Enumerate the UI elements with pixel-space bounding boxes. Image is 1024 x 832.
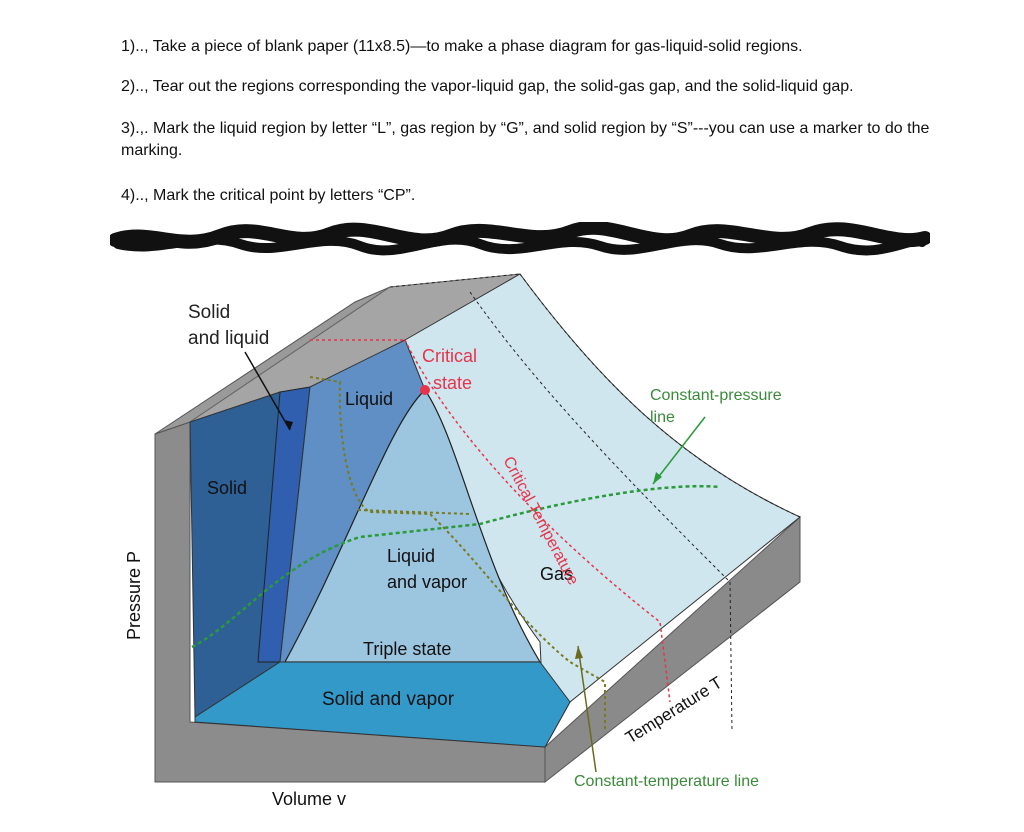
label-constant-pressure-line2: line	[650, 409, 675, 426]
instruction-1: 1).., Take a piece of blank paper (11x8.…	[121, 36, 803, 58]
label-solid-and-liquid-line2: and liquid	[188, 328, 269, 349]
label-pressure-axis: Pressure P	[124, 551, 144, 640]
label-constant-pressure-line1: Constant-pressure	[650, 387, 782, 404]
redaction-scribble	[110, 222, 930, 258]
label-critical-state-line1: Critical	[422, 346, 477, 366]
label-triple-state: Triple state	[363, 639, 451, 659]
label-solid: Solid	[207, 478, 247, 498]
label-liquid: Liquid	[345, 389, 393, 409]
label-liquid-and-vapor-line1: Liquid	[387, 546, 435, 566]
phase-diagram: Solid and liquid Critical state Liquid S…	[100, 262, 820, 822]
label-critical-state-line2: state	[433, 373, 472, 393]
label-liquid-and-vapor-line2: and vapor	[387, 572, 467, 592]
label-volume-axis: Volume v	[272, 789, 346, 809]
instruction-4: 4).., Mark the critical point by letters…	[121, 185, 415, 207]
critical-point-marker	[420, 385, 430, 395]
label-solid-and-vapor: Solid and vapor	[322, 689, 455, 710]
label-solid-and-liquid-line1: Solid	[188, 302, 230, 323]
instruction-3: 3).,. Mark the liquid region by letter “…	[121, 118, 941, 162]
label-constant-temperature-line: Constant-temperature line	[574, 773, 759, 790]
instruction-2: 2).., Tear out the regions corresponding…	[121, 76, 854, 98]
